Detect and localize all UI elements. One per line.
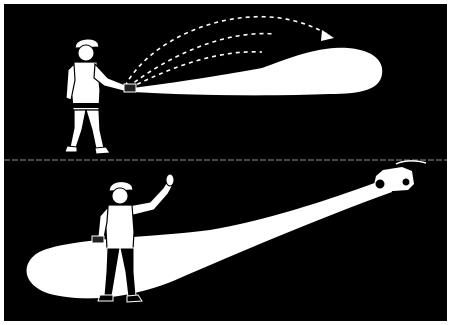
top-flashlight <box>124 84 136 92</box>
bottom-figure-left-shoe <box>98 295 113 301</box>
bottom-figure-hand <box>166 174 174 186</box>
vehicle-headlight-left <box>375 179 385 189</box>
bottom-figure-head <box>112 188 128 204</box>
top-figure-left-shoe <box>65 146 77 152</box>
bottom-flashlight <box>92 236 104 243</box>
bottom-figure-torso <box>106 205 134 250</box>
top-figure-head <box>78 45 94 61</box>
top-figure-belt <box>73 103 99 108</box>
vehicle-headlight-right <box>402 178 410 186</box>
